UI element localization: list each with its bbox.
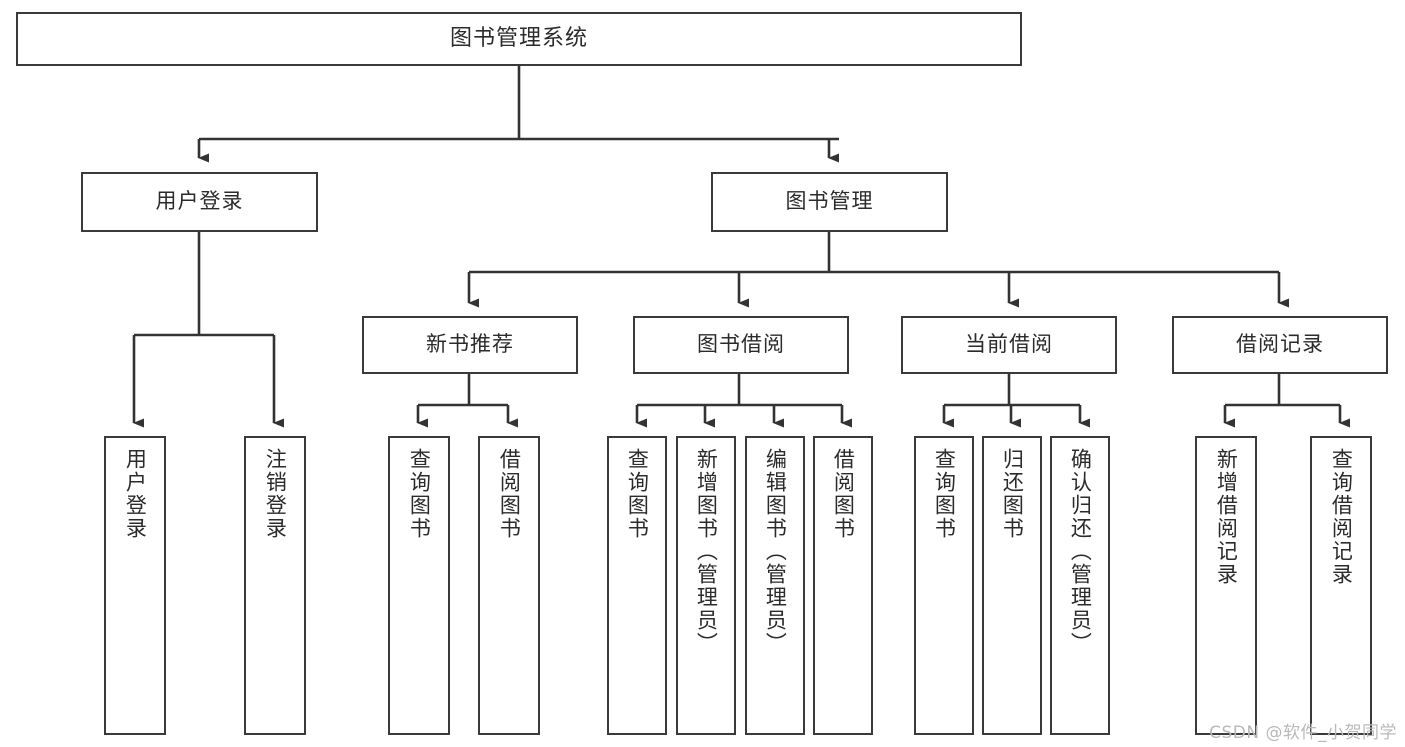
node-user-login[interactable]: 用户登录 xyxy=(81,172,318,232)
node-leaf-query-book-2[interactable]: 查询图书 xyxy=(607,436,667,735)
node-label: 新书推荐 xyxy=(426,332,514,357)
node-label: 图书管理 xyxy=(785,189,874,214)
node-label: 当前借阅 xyxy=(965,332,1053,357)
node-label: 查询借阅记录 xyxy=(1329,448,1354,586)
node-leaf-confirm-return[interactable]: 确认归还（管理员） xyxy=(1050,436,1110,735)
node-label: 新增借阅记录 xyxy=(1214,448,1239,586)
node-label: 图书借阅 xyxy=(697,332,785,357)
node-label: 图书管理系统 xyxy=(449,25,588,51)
node-leaf-add-book[interactable]: 新增图书（管理员） xyxy=(676,436,736,735)
node-new-book-recommend[interactable]: 新书推荐 xyxy=(362,316,578,374)
node-label: 注销登录 xyxy=(263,448,288,540)
node-leaf-edit-book[interactable]: 编辑图书（管理员） xyxy=(745,436,805,735)
node-label: 查询图书 xyxy=(932,448,957,540)
node-leaf-query-book-1[interactable]: 查询图书 xyxy=(388,436,450,735)
node-root-book-management-system[interactable]: 图书管理系统 xyxy=(16,12,1022,66)
node-label: 用户登录 xyxy=(123,448,148,540)
node-label: 借阅图书 xyxy=(831,448,856,540)
node-label: 新增图书（管理员） xyxy=(694,448,719,655)
node-leaf-query-book-3[interactable]: 查询图书 xyxy=(914,436,974,735)
node-leaf-return-book[interactable]: 归还图书 xyxy=(982,436,1042,735)
node-leaf-borrow-book-2[interactable]: 借阅图书 xyxy=(813,436,873,735)
node-label: 查询图书 xyxy=(625,448,650,540)
node-label: 借阅图书 xyxy=(497,448,522,540)
node-book-management[interactable]: 图书管理 xyxy=(711,172,948,232)
node-current-borrow[interactable]: 当前借阅 xyxy=(901,316,1117,374)
node-leaf-add-record[interactable]: 新增借阅记录 xyxy=(1195,436,1257,735)
node-label: 查询图书 xyxy=(407,448,432,540)
watermark-text: CSDN @软件_小贺同学 xyxy=(1209,723,1397,743)
node-label: 确认归还（管理员） xyxy=(1068,448,1093,655)
node-label: 用户登录 xyxy=(155,189,244,214)
node-leaf-borrow-book-1[interactable]: 借阅图书 xyxy=(478,436,540,735)
node-label: 归还图书 xyxy=(1000,448,1025,540)
node-leaf-query-record[interactable]: 查询借阅记录 xyxy=(1310,436,1372,735)
node-leaf-user-login[interactable]: 用户登录 xyxy=(104,436,166,735)
node-label: 借阅记录 xyxy=(1236,332,1324,357)
node-leaf-user-logout[interactable]: 注销登录 xyxy=(244,436,306,735)
node-book-borrow[interactable]: 图书借阅 xyxy=(633,316,849,374)
node-label: 编辑图书（管理员） xyxy=(763,448,788,655)
node-borrow-record[interactable]: 借阅记录 xyxy=(1172,316,1388,374)
